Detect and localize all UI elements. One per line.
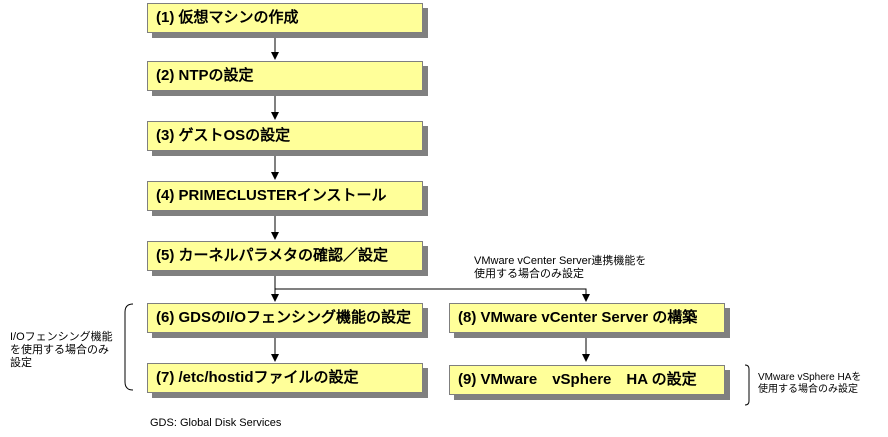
bracket-vsphere-ha	[744, 364, 750, 406]
bracket-io-fencing	[124, 303, 134, 391]
step-8-vcenter: (8) VMware vCenter Server の構築	[449, 303, 725, 333]
step-5-kernel-params: (5) カーネルパラメタの確認／設定	[147, 241, 423, 271]
note-io-line-3: 設定	[10, 357, 32, 369]
note-io-line-2: を使用する場合のみ	[10, 344, 109, 356]
step-9-vsphere-ha: (9) VMware vSphere HA の設定	[449, 365, 725, 395]
step-6-gds-io-fencing: (6) GDSのI/Oフェンシング機能の設定	[147, 303, 423, 333]
note-vcenter-condition: VMware vCenter Server連携機能を 使用する場合のみ設定	[474, 255, 646, 281]
note-ha-line-2: 使用する場合のみ設定	[758, 384, 858, 395]
note-vcenter-line-1: VMware vCenter Server連携機能を	[474, 255, 647, 267]
arrow-5-8	[275, 288, 590, 302]
step-7-hostid: (7) /etc/hostidファイルの設定	[147, 363, 423, 393]
step-2-ntp: (2) NTPの設定	[147, 61, 423, 91]
note-ha-line-1: VMware vSphere HAを	[758, 372, 862, 383]
note-io-fencing-condition: I/Oフェンシング機能 を使用する場合のみ 設定	[10, 331, 113, 370]
note-vsphere-ha-condition: VMware vSphere HAを 使用する場合のみ設定	[758, 372, 861, 396]
step-3-guest-os: (3) ゲストOSの設定	[147, 121, 423, 151]
note-io-line-1: I/Oフェンシング機能	[10, 331, 113, 343]
step-4-primecluster-install: (4) PRIMECLUSTERインストール	[147, 181, 423, 211]
footnote-gds: GDS: Global Disk Services	[150, 417, 282, 429]
step-1-create-vm: (1) 仮想マシンの作成	[147, 3, 423, 33]
note-vcenter-line-2: 使用する場合のみ設定	[474, 268, 584, 280]
